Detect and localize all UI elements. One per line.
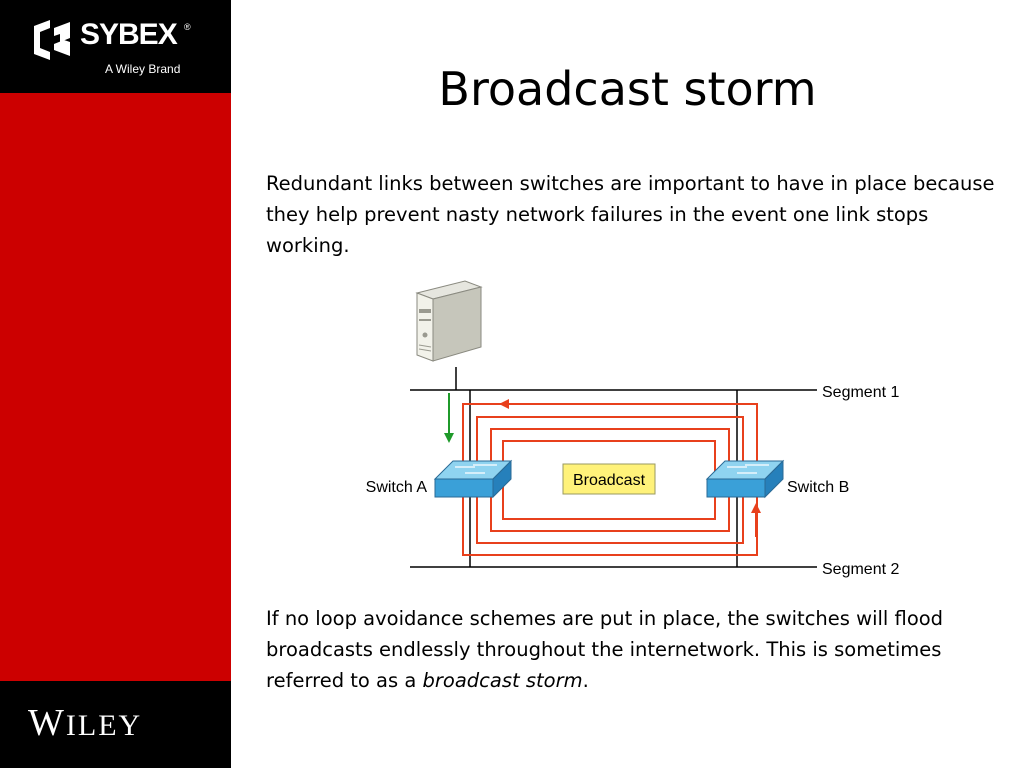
slide-title: Broadcast storm: [438, 62, 817, 116]
frame-arrow-down: [444, 393, 454, 443]
intro-paragraph: Redundant links between switches are imp…: [266, 172, 995, 257]
switch-b-label: Switch B: [787, 479, 849, 496]
broadcast-storm-term: broadcast storm: [422, 669, 583, 692]
loop-arrow-left: [499, 399, 509, 409]
broadcast-label-box: [562, 463, 656, 495]
sybex-logo: SYBEX ® A Wiley Brand: [0, 0, 231, 93]
server-icon: [415, 280, 483, 362]
registered-mark: ®: [184, 22, 191, 32]
closing-text: If no loop avoidance schemes are put in …: [266, 607, 944, 692]
switch-a-label: Switch A: [366, 479, 428, 496]
wiley-logo: [0, 681, 231, 768]
broadcast-storm-diagram: Broadcast Segment 1 Segment 2 Switch A S…: [366, 280, 899, 578]
broadcast-label: Broadcast: [573, 472, 646, 489]
wiley-rest: ILEY: [65, 709, 143, 742]
segment-2-label: Segment 2: [822, 561, 899, 578]
wiley-wordmark: WILEY: [28, 704, 142, 742]
sidebar: [0, 0, 231, 768]
closing-period: .: [582, 669, 589, 692]
sybex-tagline: A Wiley Brand: [105, 62, 181, 76]
closing-paragraph: If no loop avoidance schemes are put in …: [266, 603, 996, 696]
switch-b-icon: [705, 459, 785, 499]
loop-arrow-up: [751, 503, 761, 537]
segment-1-label: Segment 1: [822, 384, 899, 401]
sybex-wordmark: SYBEX: [80, 18, 178, 51]
wiley-initial: W: [28, 702, 66, 744]
sybex-logo-icon: [34, 20, 70, 60]
switch-a-icon: [433, 459, 513, 499]
